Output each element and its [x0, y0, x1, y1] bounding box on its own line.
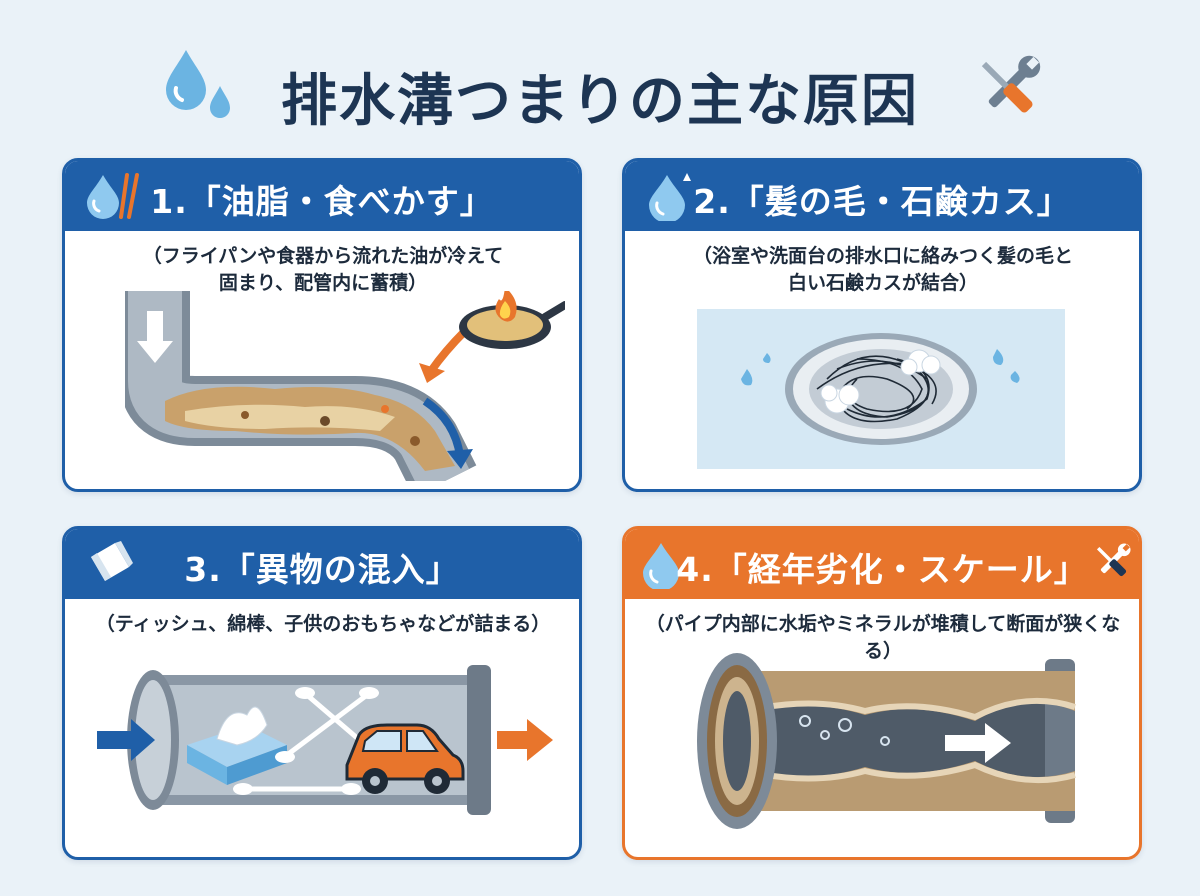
card-description: （フライパンや食器から流れた油が冷えて 固まり、配管内に蓄積） [85, 243, 561, 297]
desc-line-1: （フライパンや食器から流れた油が冷えて [142, 245, 504, 267]
card-aging-scale: 4.「経年劣化・スケール」 （パイプ内部に水垢やミネラルが堆積して断面が狭くなる… [622, 526, 1142, 860]
wrench-screwdriver-icon [968, 48, 1048, 132]
desc-line-1: （ティッシュ、綿棒、子供のおもちゃなどが詰まる） [95, 613, 551, 635]
desc-line-2: 固まり、配管内に蓄積） [218, 272, 428, 294]
wrench-screwdriver-icon [1089, 539, 1135, 589]
water-drop-icon [639, 539, 689, 593]
greasy-pipe-illustration [120, 287, 569, 489]
water-drop-icon [645, 171, 695, 225]
card-foreign-objects: 3.「異物の混入」 （ティッシュ、綿棒、子供のおもちゃなどが詰まる） [62, 526, 582, 860]
card-heading: 4.「経年劣化・スケール」 [676, 550, 1088, 589]
card-grease-food: 1.「油脂・食べかす」 （フライパンや食器から流れた油が冷えて 固まり、配管内に… [62, 158, 582, 492]
card-heading: 1.「油脂・食べかす」 [150, 182, 494, 221]
drain-hair-illustration [697, 309, 1065, 473]
page-title: 排水溝つまりの主な原因 [281, 69, 919, 134]
title-row: 排水溝つまりの主な原因 [0, 38, 1200, 138]
card-heading: 2.「髪の毛・石鹸カス」 [693, 182, 1071, 221]
desc-line-1: （パイプ内部に水垢やミネラルが堆積して断面が狭くなる） [645, 613, 1121, 662]
card-header: 1.「油脂・食べかす」 [65, 161, 579, 231]
water-drops-icon [160, 46, 240, 130]
desc-line-1: （浴室や洗面台の排水口に絡みつく髪の毛と [692, 245, 1073, 267]
wrapper-icon [85, 539, 135, 593]
card-description: （浴室や洗面台の排水口に絡みつく髪の毛と 白い石鹸カスが結合） [645, 243, 1121, 297]
card-header: 2.「髪の毛・石鹸カス」 [625, 161, 1139, 231]
desc-line-2: 白い石鹸カスが結合） [787, 272, 978, 294]
card-header: 3.「異物の混入」 [65, 529, 579, 599]
card-hair-soap: 2.「髪の毛・石鹸カス」 （浴室や洗面台の排水口に絡みつく髪の毛と 白い石鹸カス… [622, 158, 1142, 492]
card-header: 4.「経年劣化・スケール」 [625, 529, 1139, 599]
card-heading: 3.「異物の混入」 [184, 550, 460, 589]
scaled-pipe-illustration [695, 651, 1085, 835]
card-description: （パイプ内部に水垢やミネラルが堆積して断面が狭くなる） [645, 611, 1121, 665]
water-drop-chopsticks-icon [85, 171, 141, 225]
foreign-objects-illustration [97, 655, 557, 829]
card-description: （ティッシュ、綿棒、子供のおもちゃなどが詰まる） [85, 611, 561, 638]
